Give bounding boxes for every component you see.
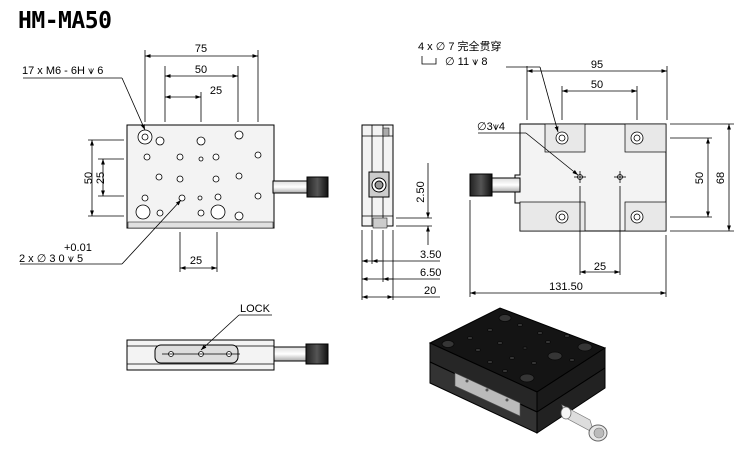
dim-50-vertical: 50	[83, 172, 95, 184]
dim-50-top: 50	[195, 64, 207, 76]
bottom-view-knob	[469, 173, 493, 197]
bottom-view-holes	[555, 131, 644, 224]
dim-25-top: 25	[210, 85, 222, 97]
top-view-shaft	[272, 180, 309, 194]
dim-25-bottom-view: 25	[594, 261, 606, 273]
dim-50-bottom-vertical: 50	[694, 172, 706, 184]
pin-hole-note: 2 x ∅ 3 0 ⩛ 5	[19, 253, 83, 265]
iso-holes	[441, 314, 593, 383]
tapped-hole-note: 17 x M6 - 6H ⩛ 6	[22, 65, 103, 77]
dim-131-50: 131.50	[549, 281, 583, 293]
dim-20: 20	[424, 285, 436, 297]
dim-25-vertical: 25	[95, 172, 107, 184]
top-view-holes	[135, 129, 262, 221]
dim-25-bottom: 25	[190, 255, 202, 267]
top-view-knob	[306, 176, 329, 198]
dim-6-50: 6.50	[420, 267, 441, 279]
dim-75: 75	[195, 43, 207, 55]
side-view: 2.50 3.50 6.50 20	[361, 124, 441, 300]
front-view: LOCK	[126, 303, 329, 371]
bottom-view-shaft	[489, 177, 521, 193]
dim-50-bottom: 50	[591, 79, 603, 91]
bottom-view: 95 50 50 68 25 131.50 4 x ∅ 7 完全贯穿 ∅ 11 …	[418, 39, 734, 297]
isometric-view	[428, 307, 608, 442]
dim-2-50: 2.50	[415, 181, 427, 202]
iso-lock-plate	[454, 372, 521, 417]
dim-68: 68	[715, 172, 727, 184]
pin-hole-tolerance: +0.01	[64, 242, 92, 254]
through-hole-note: 4 x ∅ 7 完全贯穿	[418, 39, 502, 53]
dim-95: 95	[591, 59, 603, 71]
dim-3-50: 3.50	[420, 249, 441, 261]
front-view-knob	[305, 343, 329, 365]
lock-label: LOCK	[240, 303, 271, 315]
counterbore-note: ∅ 11 ⩛ 8	[445, 56, 488, 68]
small-hole-note: ∅3⩛4	[477, 121, 505, 133]
drawing-title: HM-MA50	[18, 8, 112, 34]
top-view: 75 50 25 25 50 25 17 x M6 - 6H ⩛ 6 2 x ∅…	[19, 43, 329, 272]
